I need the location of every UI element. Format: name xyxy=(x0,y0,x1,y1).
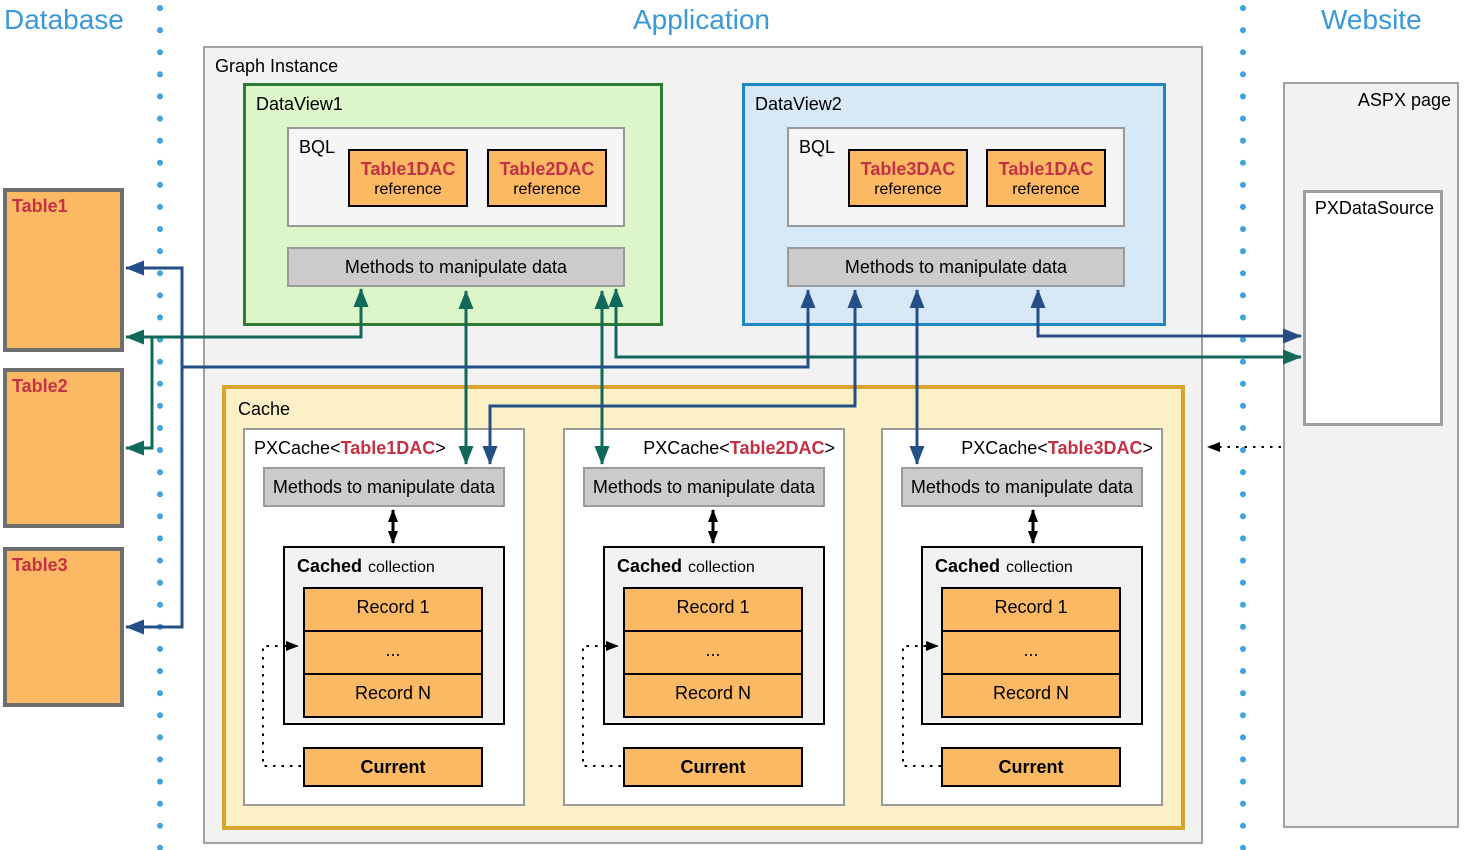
pxcache3-record-rows: Record 1 ... Record N xyxy=(941,587,1121,718)
dac-name: Table3DAC xyxy=(860,159,956,179)
tables-bus-arrow xyxy=(125,260,184,635)
record-row: Record 1 xyxy=(303,587,483,632)
record-row: Record N xyxy=(941,673,1121,718)
dataview1-table2dac-reference: Table2DAC reference xyxy=(487,149,607,207)
record-row: Record 1 xyxy=(623,587,803,632)
dataview1-bql-label: BQL xyxy=(299,137,336,157)
pxcache3-methods-box: Methods to manipulate data xyxy=(901,467,1143,507)
record-row-ellipsis: ... xyxy=(303,630,483,675)
pxcache-title-prefix: PXCache< xyxy=(254,438,341,458)
pxcache-title-dac: Table1DAC xyxy=(340,438,436,458)
table2-label: Table2 xyxy=(12,376,68,396)
website-section-header: Website xyxy=(1321,4,1422,35)
record-row: Record N xyxy=(303,673,483,718)
cached-label-bold: Cached xyxy=(935,556,1001,576)
teal-branch-to-table2-arrow xyxy=(125,337,154,456)
dac-reference-label: reference xyxy=(1012,181,1080,198)
aspx-page-title: ASPX page xyxy=(1357,90,1451,110)
dac-reference-label: reference xyxy=(374,181,442,198)
pxcache1-methods-box: Methods to manipulate data xyxy=(263,467,505,507)
record-row: Record N xyxy=(623,673,803,718)
pxcache2-methods-box: Methods to manipulate data xyxy=(583,467,825,507)
dataview2-table1dac-reference: Table1DAC reference xyxy=(986,149,1106,207)
cached-label-bold: Cached xyxy=(617,556,683,576)
pxcache1-current-box: Current xyxy=(303,747,483,787)
table3-label: Table3 xyxy=(12,555,68,575)
cached-label-bold: Cached xyxy=(297,556,363,576)
cached-label-rest: collection xyxy=(1006,559,1073,576)
cache-title: Cache xyxy=(238,399,291,419)
pxcache-title: PXCache<Table2DAC> xyxy=(565,438,843,459)
cached-label-rest: collection xyxy=(688,559,755,576)
dac-name: Table2DAC xyxy=(499,159,595,179)
dataview2-methods-box: Methods to manipulate data xyxy=(787,247,1125,287)
cached-label-rest: collection xyxy=(368,559,435,576)
dataview2-table3dac-reference: Table3DAC reference xyxy=(848,149,968,207)
dataview1-methods-box: Methods to manipulate data xyxy=(287,247,625,287)
pxcache-title-prefix: PXCache< xyxy=(643,438,730,458)
dac-reference-label: reference xyxy=(874,181,942,198)
pxcache-title: PXCache<Table3DAC> xyxy=(883,438,1161,459)
record-row-ellipsis: ... xyxy=(623,630,803,675)
cached-collection-label: Cached collection xyxy=(617,556,755,577)
record-row-ellipsis: ... xyxy=(941,630,1121,675)
pxcache-title-dac: Table2DAC xyxy=(729,438,825,458)
pxcache1-record-rows: Record 1 ... Record N xyxy=(303,587,483,718)
table1-node: Table1 xyxy=(3,188,124,352)
pxcache-title-suffix: > xyxy=(435,438,446,458)
dataview1-table1dac-reference: Table1DAC reference xyxy=(348,149,468,207)
dac-name: Table1DAC xyxy=(998,159,1094,179)
dataview1-title: DataView1 xyxy=(256,94,343,114)
record-row: Record 1 xyxy=(941,587,1121,632)
table1-label: Table1 xyxy=(12,196,68,216)
graph-instance-title: Graph Instance xyxy=(215,56,339,76)
pxcache3-current-box: Current xyxy=(941,747,1121,787)
dac-name: Table1DAC xyxy=(360,159,456,179)
pxcache-title-dac: Table3DAC xyxy=(1047,438,1143,458)
pxdatasource-node: PXDataSource xyxy=(1303,190,1443,426)
pxcache-title-prefix: PXCache< xyxy=(961,438,1048,458)
table3-node: Table3 xyxy=(3,547,124,707)
pxcache2-record-rows: Record 1 ... Record N xyxy=(623,587,803,718)
pxcache2-current-box: Current xyxy=(623,747,803,787)
pxdatasource-title: PXDataSource xyxy=(1314,198,1434,218)
pxcache-title-suffix: > xyxy=(824,438,835,458)
cached-collection-label: Cached collection xyxy=(935,556,1073,577)
cached-collection-label: Cached collection xyxy=(297,556,435,577)
application-section-header: Application xyxy=(633,4,770,35)
table2-node: Table2 xyxy=(3,368,124,528)
pxcache-title: PXCache<Table1DAC> xyxy=(245,438,523,459)
dataview2-bql-label: BQL xyxy=(799,137,836,157)
dataview2-title: DataView2 xyxy=(755,94,842,114)
dac-reference-label: reference xyxy=(513,181,581,198)
database-section-header: Database xyxy=(4,4,124,35)
pxcache-title-suffix: > xyxy=(1142,438,1153,458)
